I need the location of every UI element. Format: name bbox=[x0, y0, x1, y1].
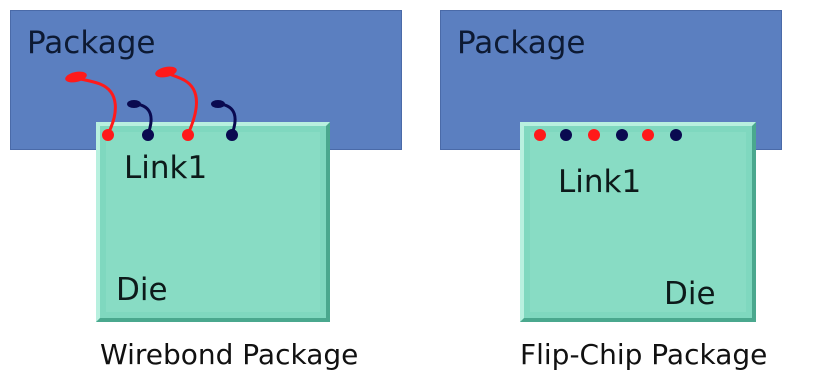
wirebond-caption: Wirebond Package bbox=[100, 338, 359, 371]
navy-wirebond-1 bbox=[127, 100, 154, 141]
flipchip-package-label: Package bbox=[457, 25, 586, 61]
red-wirebond-2 bbox=[155, 66, 198, 141]
bump-red-2 bbox=[588, 129, 600, 141]
wirebond-package-label: Package bbox=[27, 25, 156, 61]
flipchip-die-label: Die bbox=[664, 276, 716, 312]
wirebond-die bbox=[96, 122, 330, 322]
flipchip-die bbox=[520, 122, 756, 322]
wirebond-die-surface bbox=[106, 132, 320, 312]
wirebond-link-label: Link1 bbox=[124, 150, 208, 186]
flipchip-caption: Flip-Chip Package bbox=[520, 338, 768, 371]
flipchip-die-surface bbox=[530, 132, 746, 312]
navy-wirebond-2 bbox=[211, 100, 238, 141]
bump-navy-1 bbox=[560, 129, 572, 141]
red-wirebond-1 bbox=[65, 71, 117, 141]
flipchip-bumps bbox=[534, 129, 682, 141]
wirebond-die-label: Die bbox=[116, 272, 168, 308]
bump-navy-3 bbox=[670, 129, 682, 141]
flipchip-link-label: Link1 bbox=[558, 164, 642, 200]
bump-red-1 bbox=[534, 129, 546, 141]
bump-navy-2 bbox=[616, 129, 628, 141]
bump-red-3 bbox=[642, 129, 654, 141]
